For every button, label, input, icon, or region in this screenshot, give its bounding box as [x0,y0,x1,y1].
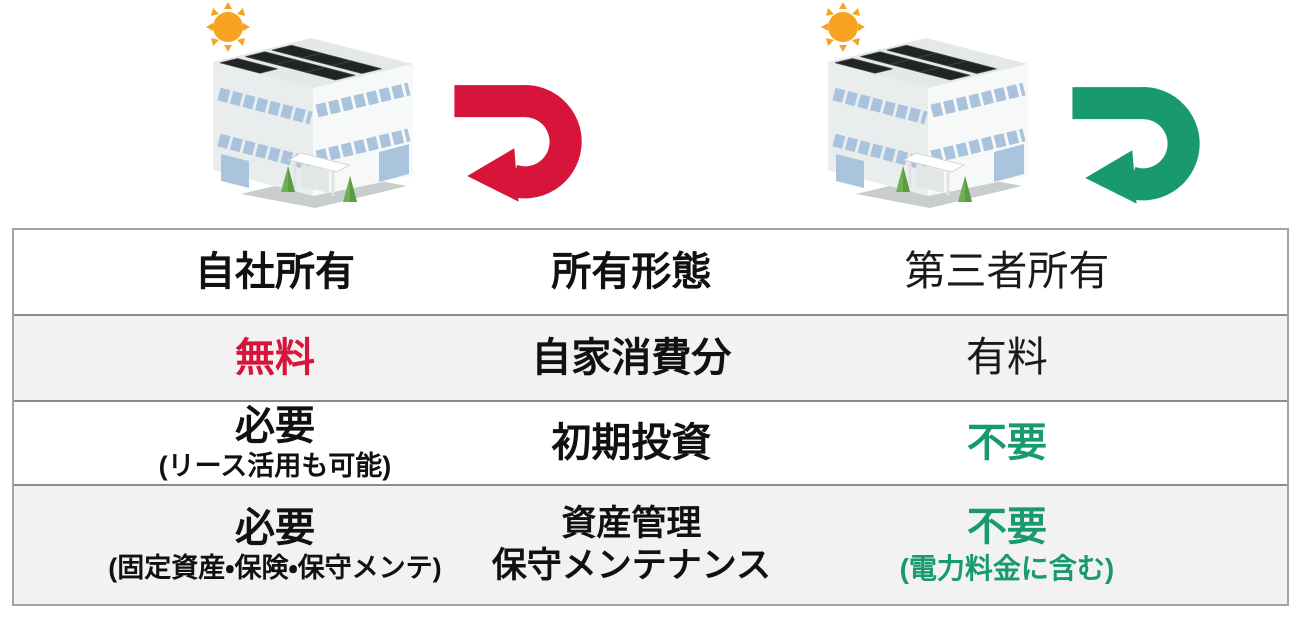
fixed-asset-note: (固定資産・保険・保守メンテ) [108,553,442,584]
third-party-cell: 不要 [727,402,1287,484]
category-label: 初期投資 [551,420,712,465]
own-company-cell: 必要 (リース活用も可能) [14,402,536,484]
row-self-consumption: 無料 自家消費分 有料 [14,314,1287,400]
not-required-value: 不要 [966,420,1047,465]
category-label: 自家消費分 [531,335,732,380]
own-company-cell: 必要 (固定資産・保険・保守メンテ) [14,486,536,604]
row-ownership-type: 自社所有 所有形態 第三者所有 [14,230,1287,314]
row-initial-investment: 必要 (リース活用も可能) 初期投資 不要 [14,400,1287,484]
required-value: 必要 [234,505,315,550]
category-cell: 資産管理 保守メンテナンス [492,486,771,604]
included-in-power-fee-note: (電力料金に含む) [899,552,1115,584]
free-value: 無料 [234,335,315,380]
required-value: 必要 [234,403,315,448]
own-company-header: 自社所有 [194,249,355,294]
paid-value: 有料 [965,334,1048,381]
category-label-line1: 資産管理 [561,504,702,543]
left-u-turn-arrow-icon [454,85,582,202]
category-cell: 所有形態 [536,230,727,314]
row-asset-management: 必要 (固定資産・保険・保守メンテ) 資産管理 保守メンテナンス 不要 (電力料… [14,484,1287,604]
lease-note: (リース活用も可能) [158,451,392,482]
third-party-cell: 不要 (電力料金に含む) [727,486,1287,604]
left-building-illustration [183,2,439,212]
category-label-line2: 保守メンテナンス [491,546,772,585]
own-company-cell: 自社所有 [14,230,536,314]
category-cell: 自家消費分 [531,316,731,400]
category-label: 所有形態 [551,249,712,294]
third-party-cell: 有料 [727,316,1287,400]
third-party-cell: 第三者所有 [727,230,1287,314]
comparison-table: 自社所有 所有形態 第三者所有 無料 自家消費分 有料 必要 (リース活用も [12,228,1289,606]
not-required-value: 不要 [966,505,1047,549]
own-company-cell: 無料 [14,316,536,400]
arrowhead [1085,150,1137,204]
category-cell: 初期投資 [536,402,727,484]
right-u-turn-arrow-icon [1072,87,1200,204]
arrowhead [467,148,519,202]
right-building-illustration [798,2,1054,212]
third-party-header: 第三者所有 [904,248,1110,295]
